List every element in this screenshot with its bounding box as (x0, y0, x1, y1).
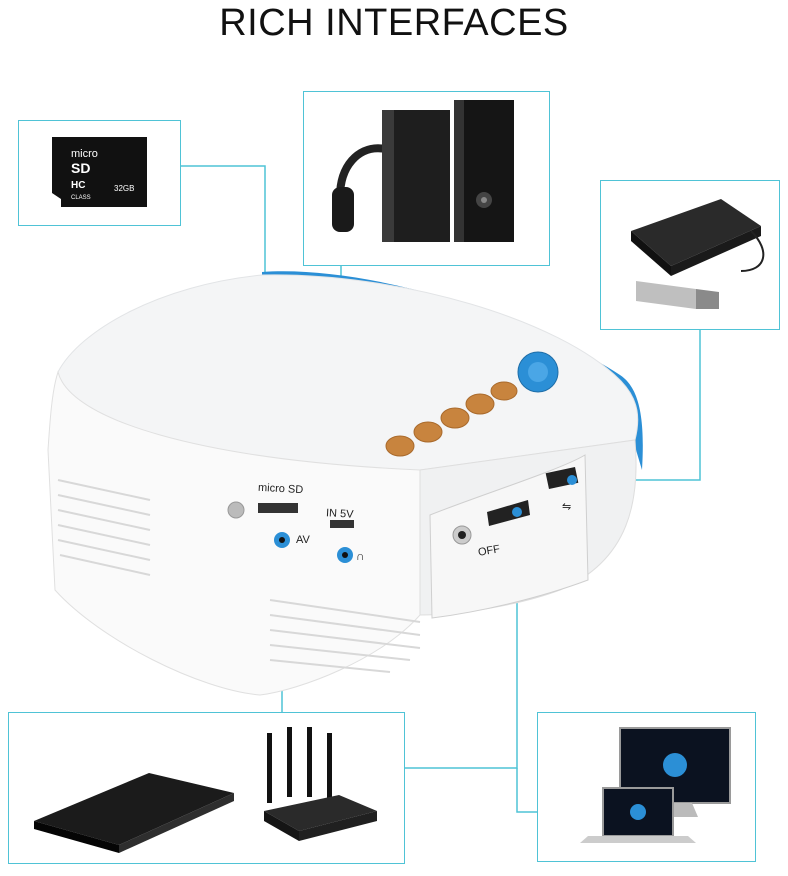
label-micro-sd: micro SD (257, 481, 304, 497)
usb-stick-icon (636, 281, 719, 309)
headphone-jack-icon: ∩ (356, 549, 365, 563)
usb-port-icon: ⇋ (562, 501, 572, 513)
sd-card-box: micro SD HC 32GB CLASS (18, 120, 181, 226)
sd-text-class: CLASS (71, 195, 91, 201)
speaker-icon (382, 100, 514, 242)
sd-text-sd: SD (71, 160, 90, 176)
micro-sd-card-icon: micro SD HC 32GB CLASS (52, 137, 147, 207)
av-devices-box (8, 712, 405, 864)
label-in-5v: IN 5V (325, 507, 354, 521)
display-devices-box (537, 712, 756, 862)
audio-box (303, 91, 550, 266)
laptop-icon (580, 787, 696, 843)
sd-text-micro: micro (71, 148, 98, 160)
label-av: AV (296, 534, 310, 546)
sd-text-capacity: 32GB (114, 184, 134, 193)
sd-text-hc: HC (71, 180, 85, 191)
dvd-player-icon (34, 773, 234, 853)
usb-devices-box (600, 180, 780, 330)
page-title: RICH INTERFACES (219, 2, 569, 44)
router-icon (264, 727, 377, 841)
hard-drive-icon (631, 199, 765, 276)
